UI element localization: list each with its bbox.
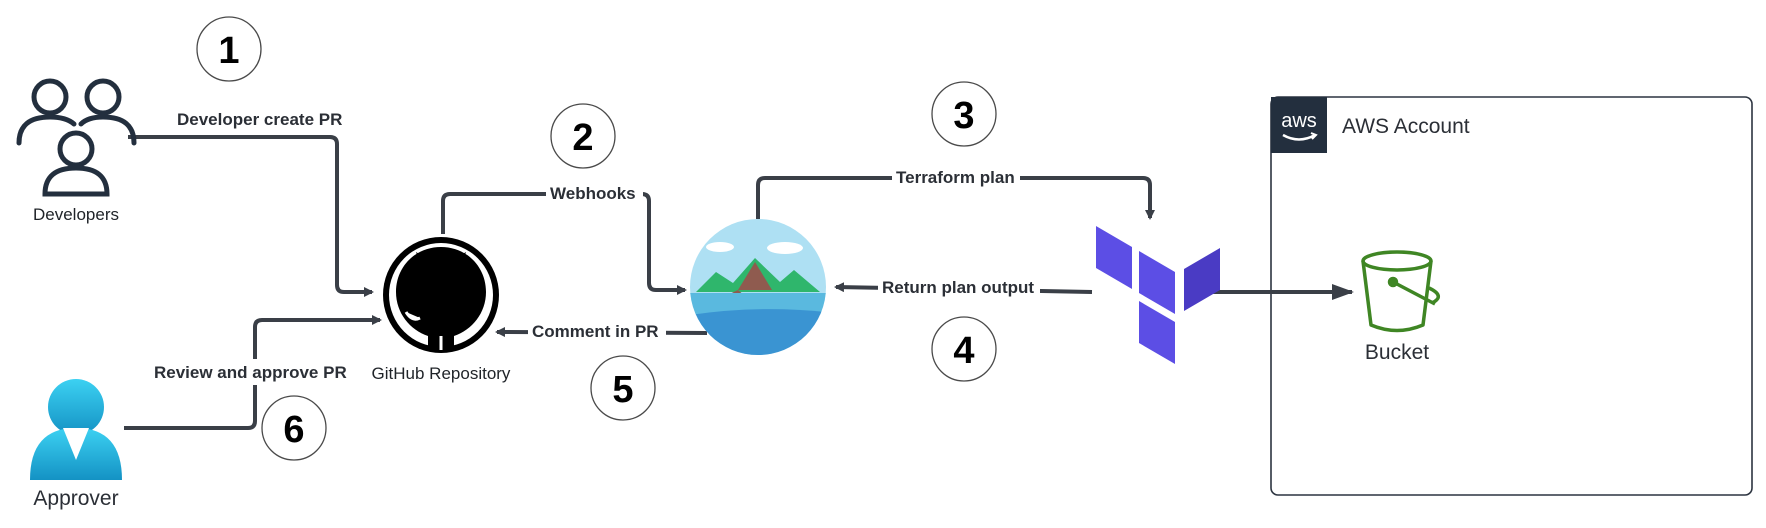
edge-label-developer-create-pr: Developer create PR — [177, 110, 342, 129]
svg-text:3: 3 — [953, 95, 974, 137]
aws-logo-badge: aws — [1271, 97, 1327, 153]
github-repository-label: GitHub Repository — [372, 364, 511, 383]
svg-text:4: 4 — [953, 330, 974, 372]
svg-text:5: 5 — [612, 369, 633, 411]
step-badge-4: 4 — [931, 316, 997, 382]
edge-label-terraform-plan: Terraform plan — [896, 168, 1015, 187]
terraform-icon — [1096, 226, 1220, 364]
s3-bucket-icon — [1361, 250, 1440, 333]
svg-text:1: 1 — [218, 30, 239, 72]
aws-account-label: AWS Account — [1342, 115, 1470, 138]
approver-label: Approver — [33, 487, 118, 510]
aws-logo-text: aws — [1281, 110, 1317, 132]
connector-webhooks — [441, 192, 687, 295]
step-badge-1: 1 — [196, 16, 262, 82]
step-badge-6: 6 — [261, 395, 327, 461]
github-icon — [383, 237, 499, 353]
edge-label-return-plan-output: Return plan output — [882, 278, 1034, 297]
step-badge-2: 2 — [550, 103, 616, 169]
step-badge-3: 3 — [931, 81, 997, 147]
aws-account-container — [1270, 96, 1753, 496]
island-icon — [690, 219, 826, 355]
bucket-label: Bucket — [1365, 341, 1429, 364]
edge-label-webhooks: Webhooks — [550, 184, 636, 203]
edge-label-review-and-approve-pr: Review and approve PR — [154, 363, 347, 382]
users-group-icon — [16, 78, 137, 197]
svg-text:6: 6 — [283, 409, 304, 451]
connector-developer-create-pr — [128, 135, 374, 297]
developers-label: Developers — [33, 205, 119, 224]
edge-label-comment-in-pr: Comment in PR — [532, 322, 659, 341]
user-icon — [30, 379, 122, 480]
svg-text:2: 2 — [572, 117, 593, 159]
step-badge-5: 5 — [590, 355, 656, 421]
